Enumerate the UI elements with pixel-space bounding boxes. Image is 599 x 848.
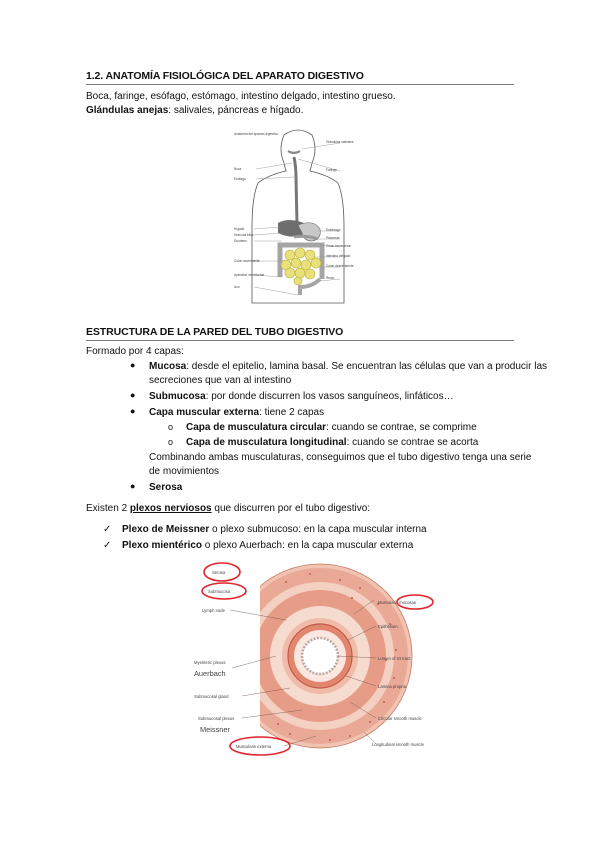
bullet-dot: ●: [130, 406, 136, 416]
check-icon: ✓: [103, 524, 112, 535]
mucosa-line-2: secreciones que van al intestino: [149, 375, 292, 386]
fig1-label-vesicula: Vesícula biliar: [234, 233, 255, 237]
glands-text: : salivales, páncreas e hígado.: [168, 105, 304, 116]
fig1-label-apendice: Apéndice vermiforme: [234, 273, 264, 277]
fig2-label-gland: Submucosal gland: [194, 694, 229, 699]
combine-line-2: de movimientos: [149, 466, 220, 477]
bullet-dot: ●: [130, 360, 136, 370]
layers-intro: Formado por 4 capas:: [86, 346, 184, 357]
fig1-label-colon-asc: Colon ascendente: [234, 259, 260, 263]
bullet-circle: o: [168, 437, 174, 447]
fig1-label-recto: Recto: [326, 276, 335, 280]
fig2-label-muscularis-externa: Muscularis externa: [236, 744, 272, 749]
plexos-pre: Existen 2: [86, 503, 130, 514]
serosa-line: Serosa: [149, 482, 182, 493]
fig1-label-colon-desc: Colon descendente: [326, 264, 354, 268]
fig2-label-lymph: Lymph node: [202, 608, 226, 613]
fig2-label-meissner: Meissner: [200, 725, 231, 734]
mucosa-line: Mucosa: desde el epitelio, lamina basal.…: [149, 361, 547, 372]
check-icon: ✓: [103, 540, 112, 551]
fig2-label-lumen: Lumen of GI tract: [378, 656, 411, 661]
bullet-circle: o: [168, 422, 174, 432]
meissner-text: o plexo submucoso: en la capa muscular i…: [209, 524, 427, 535]
plexos-intro: Existen 2 plexos nerviosos que discurren…: [86, 503, 370, 514]
circular-line: Capa de musculatura circular: cuando se …: [186, 422, 477, 433]
fig1-label-ano: Ano: [234, 285, 240, 289]
mucosa-text: : desde el epitelio, lamina basal. Se en…: [186, 361, 548, 372]
fig1-label-estomago: Estómago: [326, 228, 341, 232]
fig2-label-longitudinal: Longitudinal smooth muscle: [372, 742, 425, 747]
digestive-system-figure: Anatomía del aparato digestivo. Boca Esó…: [234, 129, 354, 304]
fig2-label-serosa: Serosa: [212, 570, 226, 575]
mucosa-label: Mucosa: [149, 361, 187, 372]
fig2-label-submucosa: Submucosa: [208, 589, 231, 594]
fig1-label-colon-trans: Colon transversal: [326, 244, 351, 248]
fig1-label-title: Anatomía del aparato digestivo.: [234, 132, 279, 136]
bullet-dot: ●: [130, 390, 136, 400]
fig1-label-intestino: Intestino delgado: [326, 254, 351, 258]
longitudinal-text: : cuando se contrae se acorta: [346, 437, 479, 448]
serosa-label: Serosa: [149, 482, 183, 493]
meissner-line: Plexo de Meissner o plexo submucoso: en …: [122, 524, 427, 535]
fig1-label-glandulas: Glándulas salivales: [326, 140, 354, 144]
auerbach-line: Plexo mientérico o plexo Auerbach: en la…: [122, 540, 413, 551]
fig1-label-higado: Hígado: [234, 227, 245, 231]
muscular-text: : tiene 2 capas: [259, 407, 325, 418]
gi-wall-figure: Serosa Submucosa Lymph node Myenteric pl…: [194, 562, 434, 756]
fig2-label-epithelium: Epithelium: [378, 624, 398, 629]
glands-line: Glándulas anejas: salivales, páncreas e …: [86, 105, 303, 116]
circular-text: : cuando se contrae, se comprime: [326, 422, 477, 433]
fig1-label-boca: Boca: [234, 167, 241, 171]
glands-label: Glándulas anejas: [86, 105, 169, 116]
circular-label: Capa de musculatura circular: [186, 422, 327, 433]
muscular-label: Capa muscular externa: [149, 407, 260, 418]
highlight-circles: [201, 562, 434, 756]
fig2-label-lamina: Lamina propria: [378, 684, 407, 689]
auerbach-text: o plexo Auerbach: en la capa muscular ex…: [202, 540, 414, 551]
longitudinal-line: Capa de musculatura longitudinal: cuando…: [186, 437, 478, 448]
fig1-label-duodeno: Duodeno: [234, 239, 247, 243]
combine-line-1: Combinando ambas musculaturas, conseguim…: [149, 452, 532, 463]
fig2-label-myenteric: Myenteric plexus: [194, 660, 225, 665]
auerbach-label: Plexo mientérico: [122, 540, 203, 551]
plexos-post: que discurren por el tubo digestivo:: [211, 503, 371, 514]
section-heading-anatomy: 1.2. ANATOMÍA FISIOLÓGICA DEL APARATO DI…: [86, 70, 514, 85]
fig2-label-submucosal-plexus: Submucosal plexus: [198, 716, 234, 721]
submucosa-line: Submucosa: por donde discurren los vasos…: [149, 391, 454, 402]
longitudinal-label: Capa de musculatura longitudinal: [186, 437, 347, 448]
muscular-line: Capa muscular externa: tiene 2 capas: [149, 407, 324, 418]
fig2-label-circular: Circular smooth muscle: [378, 716, 422, 721]
meissner-label: Plexo de Meissner: [122, 524, 210, 535]
section-heading-structure: ESTRUCTURA DE LA PARED DEL TUBO DIGESTIV…: [86, 326, 514, 341]
submucosa-label: Submucosa: [149, 391, 206, 402]
bullet-dot: ●: [130, 481, 136, 491]
plexos-label: plexos nerviosos: [129, 503, 212, 514]
organs-line: Boca, faringe, esófago, estómago, intest…: [86, 91, 396, 102]
submucosa-text: : por donde discurren los vasos sanguíne…: [205, 391, 454, 402]
fig1-label-faringe: Faringe: [326, 168, 337, 172]
fig1-label-esofago: Esófago: [234, 177, 246, 181]
fig2-label-auerbach: Auerbach: [194, 669, 226, 678]
fig1-label-pancreas: Páncreas: [326, 236, 340, 240]
